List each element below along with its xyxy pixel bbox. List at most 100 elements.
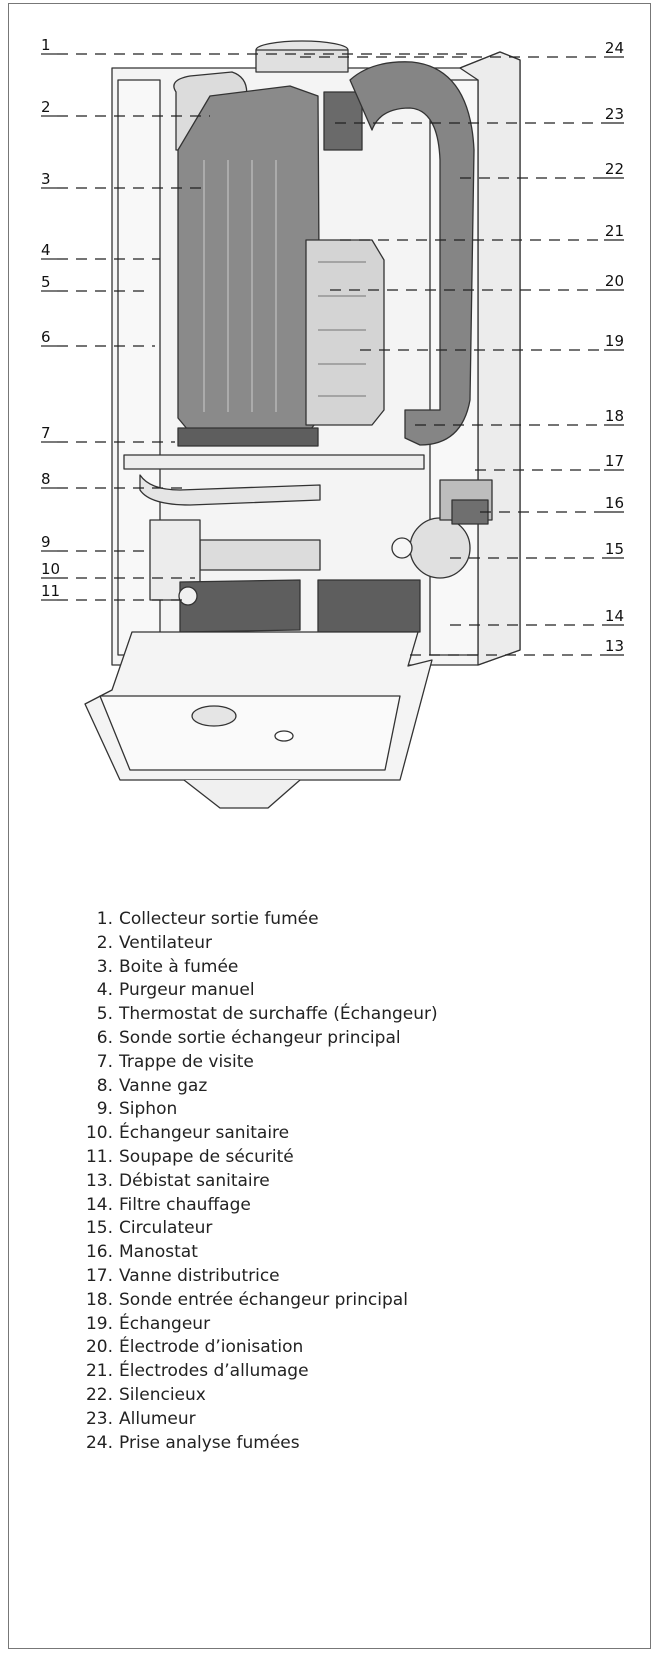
callout-17: 17	[475, 452, 624, 471]
legend-text: Purgeur manuel	[119, 980, 255, 1001]
callout-label-14: 14	[605, 607, 624, 625]
igniter	[323, 91, 363, 151]
callout-label-22: 22	[605, 160, 624, 178]
legend-number: 1.	[96, 909, 113, 929]
callout-label-16: 16	[605, 494, 624, 512]
legend-item: 2.Ventilateur	[80, 932, 438, 956]
legend-text: Vanne distributrice	[119, 1265, 280, 1286]
legend-item: 15. Circulateur	[80, 1217, 438, 1241]
callout-16: 16	[480, 494, 624, 513]
legend-number: 3.	[96, 956, 113, 977]
legend-number: 22.	[85, 1384, 113, 1405]
legend-text: Allumeur	[119, 1408, 196, 1429]
callout-label-1: 1	[41, 36, 51, 54]
legend-item: 9. Siphon	[80, 1098, 438, 1122]
hydraulic-block-right	[317, 579, 421, 633]
silencer	[349, 61, 475, 446]
safety-valve	[178, 586, 198, 606]
callout-10: 10	[41, 560, 195, 579]
legend-item: 16.Manostat	[80, 1241, 438, 1265]
callout-label-15: 15	[605, 540, 624, 558]
callout-5: 5	[41, 273, 150, 292]
gas-valve	[139, 474, 321, 506]
callout-21: 21	[340, 222, 624, 241]
legend-item: 5.Thermostat de surchaffe (Échangeur)	[80, 1003, 438, 1027]
legend-item: 10.Échangeur sanitaire	[80, 1122, 438, 1146]
legend-number: 11.	[85, 1146, 113, 1167]
legend-text: Sonde entrée échangeur principal	[119, 1289, 408, 1310]
callout-3: 3	[41, 170, 205, 189]
flue-collector-neck	[255, 49, 349, 73]
page-frame	[8, 3, 651, 1649]
callout-label-19: 19	[605, 332, 624, 350]
legend-item: 19.Échangeur	[80, 1313, 438, 1337]
legend-text: Circulateur	[119, 1218, 213, 1239]
legend-number: 7.	[96, 1051, 113, 1072]
legend-item: 4. Purgeur manuel	[80, 979, 438, 1003]
legend-text: Débistat sanitaire	[119, 1170, 270, 1191]
callout-8: 8	[41, 470, 185, 489]
boiler-illustration	[84, 40, 521, 809]
legend-number: 6.	[96, 1027, 113, 1048]
callout-23: 23	[335, 105, 624, 124]
callout-label-13: 13	[605, 637, 624, 655]
legend-item: 13. Débistat sanitaire	[80, 1170, 438, 1194]
callout-13: 13	[410, 637, 624, 656]
callout-label-10: 10	[41, 560, 60, 578]
legend-item: 17. Vanne distributrice	[80, 1265, 438, 1289]
legend-number: 24.	[85, 1432, 113, 1453]
legend-item: 14. Filtre chauffage	[80, 1194, 438, 1218]
legend-item: 18.Sonde entrée échangeur principal	[80, 1289, 438, 1313]
legend-text: Filtre chauffage	[119, 1194, 251, 1215]
callout-18: 18	[415, 407, 624, 426]
callout-label-9: 9	[41, 533, 51, 551]
callout-label-23: 23	[605, 105, 624, 123]
legend-text: Vanne gaz	[119, 1075, 208, 1096]
callout-label-5: 5	[41, 273, 51, 291]
legend-number: 19.	[85, 1313, 113, 1334]
legend-item: 11. Soupape de sécurité	[80, 1146, 438, 1170]
legend-number: 5.	[96, 1004, 113, 1025]
legend-number: 13.	[85, 1170, 113, 1191]
callout-2: 2	[41, 98, 210, 117]
legend-text: Silencieux	[119, 1384, 206, 1405]
callout-label-2: 2	[41, 98, 51, 116]
callout-4: 4	[41, 241, 160, 260]
legend-text: Électrode d’ionisation	[119, 1337, 304, 1358]
legend-number: 17.	[85, 1265, 113, 1286]
legend-number: 16.	[85, 1242, 113, 1263]
callout-7: 7	[41, 424, 175, 443]
legend-text: Trappe de visite	[119, 1051, 254, 1072]
inspection-hatch	[177, 427, 319, 447]
legend-number: 2.	[96, 932, 113, 953]
support-bar	[123, 454, 425, 470]
legend-text: Prise analyse fumées	[119, 1432, 300, 1453]
callout-label-18: 18	[605, 407, 624, 425]
legend-item: 6.Sonde sortie échangeur principal	[80, 1027, 438, 1051]
legend-number: 4.	[96, 980, 113, 1001]
callout-label-20: 20	[605, 272, 624, 290]
legend-text: Soupape de sécurité	[119, 1146, 294, 1167]
legend-text: Collecteur sortie fumée	[119, 909, 319, 929]
callout-label-4: 4	[41, 241, 51, 259]
legend-text: Siphon	[119, 1099, 178, 1120]
legend-item: 3.Boite à fumée	[80, 956, 438, 980]
callout-20: 20	[330, 272, 624, 291]
callout-19: 19	[360, 332, 624, 351]
callout-1: 1	[41, 36, 470, 55]
legend-item: 22. Silencieux	[80, 1384, 438, 1408]
legend-number: 14.	[85, 1194, 113, 1215]
legend-text: Électrodes d’allumage	[119, 1361, 309, 1382]
circulator-pump	[409, 517, 471, 579]
callout-15: 15	[450, 540, 624, 559]
legend-number: 10.	[85, 1123, 113, 1144]
callout-label-11: 11	[41, 582, 60, 600]
callout-24: 24	[300, 39, 624, 58]
legend-number: 23.	[85, 1408, 113, 1429]
callout-6: 6	[41, 328, 155, 347]
legend-number: 9.	[96, 1099, 113, 1120]
legend-number: 15.	[85, 1218, 113, 1239]
legend-item: 20.Électrode d’ionisation	[80, 1336, 438, 1360]
